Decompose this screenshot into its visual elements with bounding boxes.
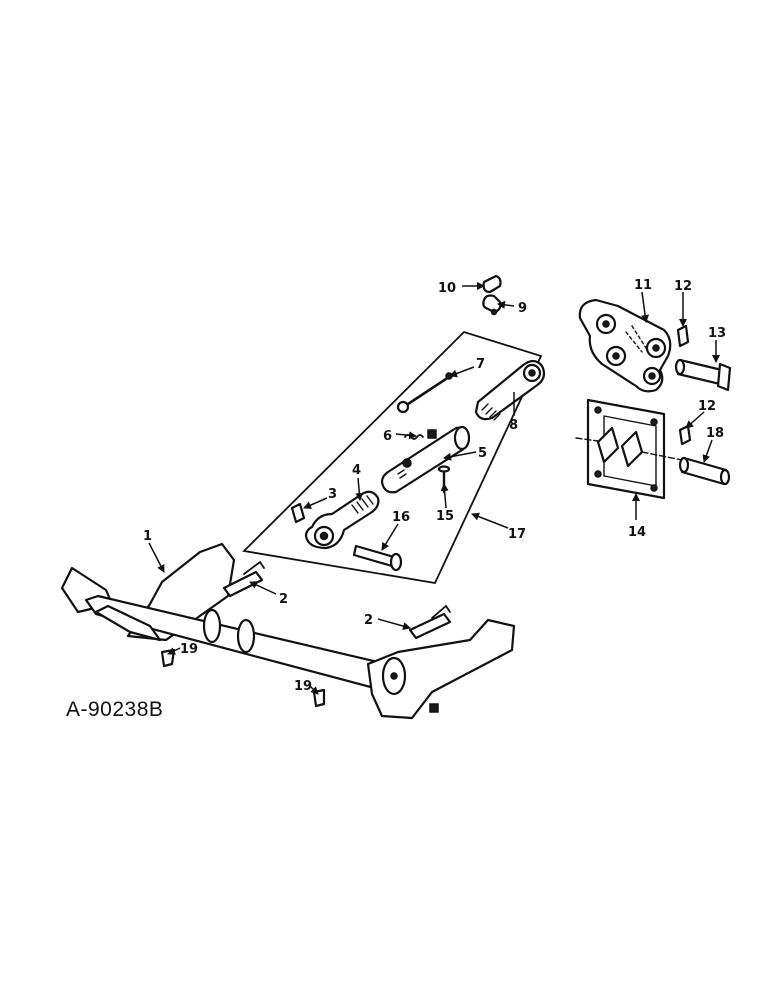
- callout-12-upper: 12: [674, 279, 692, 294]
- part-12-clip-upper: [676, 324, 690, 348]
- part-3-clip: [290, 502, 306, 524]
- callout-labels: 1 2 2 3 4 5 6 7 8 9 10 11 12 13 12 18 14…: [143, 278, 726, 694]
- callout-6: 6: [383, 429, 392, 444]
- part-10-clip: [482, 274, 502, 294]
- part-12-clip-lower: [678, 424, 692, 446]
- part-4-rod-end: [304, 490, 380, 550]
- callout-19-left: 19: [180, 642, 198, 657]
- callout-9: 9: [518, 301, 527, 316]
- callout-19-right: 19: [294, 679, 312, 694]
- part-8-upper-link-end: [474, 359, 546, 421]
- part-13-pin: [674, 358, 732, 392]
- callout-17: 17: [508, 527, 526, 542]
- callout-12-lower: 12: [698, 399, 716, 414]
- callout-2-right: 2: [364, 613, 373, 628]
- callout-2-left: 2: [279, 592, 288, 607]
- callout-18: 18: [706, 426, 724, 441]
- leader-lines: [148, 282, 720, 695]
- callout-1: 1: [143, 529, 152, 544]
- callout-8: 8: [509, 418, 518, 433]
- part-1-drawbar: [60, 542, 516, 720]
- callout-10: 10: [438, 281, 456, 296]
- callout-5: 5: [478, 446, 487, 461]
- part-2-pin-right: [408, 604, 452, 640]
- part-6-spring-clip: [404, 429, 437, 440]
- part-14-plate: [575, 398, 683, 500]
- part-7-chain-rod: [396, 371, 457, 414]
- part-9-ring: [482, 294, 502, 316]
- drawing-number: A-90238B: [66, 698, 163, 721]
- part-18-pin: [678, 456, 731, 486]
- callout-14: 14: [628, 525, 646, 540]
- top-link-kit-outline: [242, 330, 543, 585]
- callout-4: 4: [352, 463, 361, 478]
- part-2-pin-left: [222, 560, 265, 598]
- callout-3: 3: [328, 487, 337, 502]
- callout-7: 7: [476, 357, 485, 372]
- callout-16: 16: [392, 510, 410, 525]
- part-11-bracket: [578, 298, 672, 393]
- part-5-tube: [380, 425, 471, 494]
- callout-13: 13: [708, 326, 726, 341]
- callout-15: 15: [436, 509, 454, 524]
- callout-11: 11: [634, 278, 652, 293]
- part-16-pin: [352, 544, 403, 572]
